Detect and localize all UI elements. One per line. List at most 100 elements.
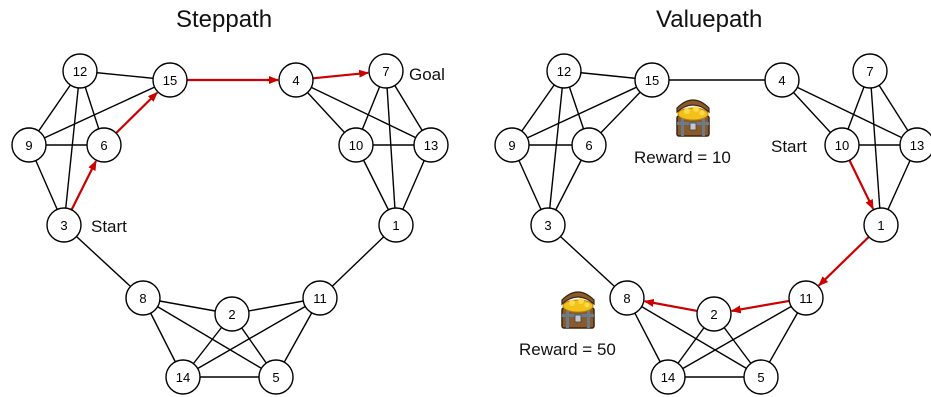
node-circle	[650, 359, 686, 395]
node-circle	[546, 53, 582, 89]
node-8: 8	[125, 280, 161, 316]
node-label: 9	[508, 138, 515, 153]
edge-7-1	[869, 70, 882, 226]
node-label: 15	[645, 73, 659, 88]
edge-8-5	[626, 297, 762, 378]
node-circle	[743, 359, 779, 395]
node-label: 9	[25, 138, 32, 153]
node-circle	[152, 62, 188, 98]
path-arrow-6-15	[115, 91, 158, 134]
node-7: 7	[852, 53, 888, 89]
node-label: 2	[228, 307, 235, 322]
node-circle	[378, 207, 414, 243]
treasure-chest-icon	[561, 291, 595, 329]
steppath-start-label: Start	[91, 217, 127, 236]
node-8: 8	[609, 280, 645, 316]
edge-7-1	[385, 70, 397, 226]
steppath-graph: 12 15 4 7 9 6 10 13 3 1 8 2 11 14 5	[11, 53, 449, 395]
edge-11-14	[182, 297, 321, 378]
treasure-chest-icon	[676, 99, 710, 137]
node-13: 13	[413, 127, 449, 163]
node-circle	[764, 62, 800, 98]
node-circle	[368, 53, 404, 89]
node-label: 8	[623, 291, 630, 306]
node-circle	[86, 127, 122, 163]
node-circle	[62, 53, 98, 89]
node-circle	[338, 127, 374, 163]
node-6: 6	[571, 127, 607, 163]
node-label: 1	[877, 218, 884, 233]
node-label: 3	[544, 218, 551, 233]
node-3: 3	[46, 207, 82, 243]
node-5: 5	[743, 359, 779, 395]
node-10: 10	[824, 127, 860, 163]
node-circle	[125, 280, 161, 316]
node-circle	[609, 280, 645, 316]
node-label: 8	[139, 291, 146, 306]
node-1: 1	[378, 207, 414, 243]
steppath-goal-label: Goal	[409, 65, 445, 84]
node-11: 11	[302, 280, 338, 316]
steppath-title: Steppath	[176, 6, 273, 33]
edge-15-9	[28, 79, 171, 146]
node-circle	[494, 127, 530, 163]
reward-label-10: Reward = 10	[634, 148, 731, 167]
edge-8-5	[142, 297, 277, 378]
path-arrow-4-7	[312, 69, 370, 80]
edge-4-13	[295, 79, 432, 146]
node-circle	[863, 207, 899, 243]
node-6: 6	[86, 127, 122, 163]
node-circle	[258, 359, 294, 395]
node-circle	[824, 127, 860, 163]
edge-11-14	[667, 297, 807, 378]
node-label: 14	[661, 370, 675, 385]
node-circle	[696, 296, 732, 332]
node-circle	[530, 207, 566, 243]
valuepath-start-label: Start	[771, 137, 807, 156]
node-circle	[278, 62, 314, 98]
node-label: 15	[163, 73, 177, 88]
node-circle	[11, 127, 47, 163]
node-label: 5	[757, 370, 764, 385]
node-13: 13	[899, 127, 931, 163]
node-circle	[165, 359, 201, 395]
node-4: 4	[278, 62, 314, 98]
node-7: 7	[368, 53, 404, 89]
node-4: 4	[764, 62, 800, 98]
edge-3-8	[547, 224, 628, 299]
node-circle	[634, 62, 670, 98]
node-label: 14	[176, 370, 190, 385]
node-circle	[899, 127, 931, 163]
path-arrow-1-11	[818, 236, 870, 287]
edge-12-3	[63, 70, 81, 226]
edge-12-3	[547, 70, 565, 226]
node-circle	[413, 127, 449, 163]
edge-3-8	[63, 224, 144, 299]
node-circle	[46, 207, 82, 243]
node-label: 13	[424, 138, 438, 153]
node-label: 4	[292, 73, 299, 88]
node-label: 6	[585, 138, 592, 153]
node-label: 10	[835, 138, 849, 153]
node-5: 5	[258, 359, 294, 395]
node-9: 9	[11, 127, 47, 163]
node-2: 2	[214, 296, 250, 332]
node-label: 2	[710, 307, 717, 322]
node-label: 7	[866, 64, 873, 79]
node-2: 2	[696, 296, 732, 332]
path-arrow-11-2	[730, 299, 790, 314]
node-10: 10	[338, 127, 374, 163]
edge-4-13	[781, 79, 918, 146]
path-arrow-2-8	[643, 298, 698, 313]
node-circle	[852, 53, 888, 89]
path-arrow-3-6	[70, 160, 97, 211]
reward-label-50: Reward = 50	[519, 340, 616, 359]
node-label: 5	[272, 370, 279, 385]
node-label: 11	[799, 291, 813, 306]
node-15: 15	[152, 62, 188, 98]
node-label: 6	[100, 138, 107, 153]
path-arrow-10-1	[848, 159, 875, 210]
node-label: 7	[382, 64, 389, 79]
node-12: 12	[62, 53, 98, 89]
